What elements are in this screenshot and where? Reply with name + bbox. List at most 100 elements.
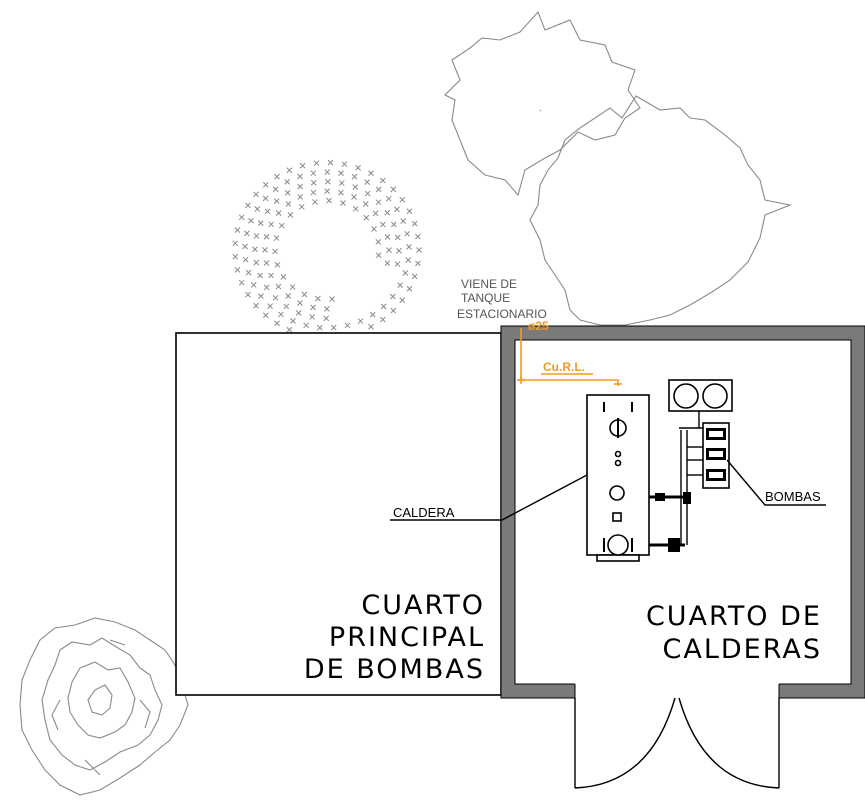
- tree-cross-mark: [310, 189, 317, 196]
- tree-cross-mark: [250, 282, 257, 288]
- tree-cross-mark: [309, 314, 316, 320]
- tree-cross-mark: [286, 167, 293, 174]
- tree-cross-mark: [364, 190, 371, 197]
- tree-cross-mark: [338, 189, 344, 196]
- boiler-room-label-line-2: CALDERAS: [663, 634, 823, 665]
- tree-cross-mark: [379, 177, 386, 184]
- tree-cross-mark: [402, 270, 409, 276]
- tree-cross-mark: [263, 260, 270, 266]
- tree-cross-mark: [389, 293, 396, 300]
- tree-cross-mark: [245, 291, 251, 298]
- double-door: [574, 697, 780, 789]
- tree-cross-mark: [263, 284, 270, 291]
- tree-cross-mark: [297, 194, 304, 200]
- tree-cross-mark: [258, 293, 264, 299]
- tree-cross-mark: [310, 304, 316, 311]
- pipe-diameter-label: ø25: [528, 319, 549, 333]
- tree-cross-mark: [253, 302, 259, 309]
- tree-cross-mark: [338, 170, 344, 177]
- caldera-label: CALDERA: [393, 505, 455, 520]
- tree-cross-mark: [232, 240, 239, 247]
- tree-cross-mark: [396, 247, 402, 254]
- tree-cross-mark: [297, 173, 303, 180]
- tree-cross-mark: [375, 199, 382, 206]
- tree-cross-mark: [330, 324, 337, 331]
- tree-cross-mark: [274, 320, 280, 327]
- tree-cross-mark: [310, 179, 317, 186]
- tree-cross-mark: [372, 210, 379, 217]
- tree-cross-mark: [363, 214, 370, 221]
- tree-cross-mark: [301, 291, 308, 298]
- tree-cross-mark: [267, 303, 273, 309]
- tree-cross-mark: [272, 294, 279, 301]
- tree-cross-mark: [274, 173, 280, 180]
- tree-cross-mark: [390, 186, 397, 193]
- tree-cross-mark: [245, 269, 252, 276]
- tree-cross-mark: [278, 311, 284, 318]
- tree-cross-mark: [357, 318, 364, 324]
- tree-cross-mark: [238, 279, 245, 286]
- tank-source-line-3: ESTACIONARIO: [457, 307, 547, 321]
- tree-cross-mark: [369, 311, 376, 318]
- tree-top-left-dot: [539, 109, 542, 112]
- main-pump-room-outline: [175, 332, 502, 696]
- main-room-label-line-1: CUARTO: [361, 590, 485, 621]
- tree-cross-mark: [287, 212, 294, 218]
- tree-dotted: [232, 159, 422, 333]
- tree-cross-mark: [297, 300, 303, 306]
- tree-cross-mark: [284, 189, 291, 196]
- tree-cross-mark: [416, 247, 422, 253]
- tree-cross-mark: [295, 310, 302, 316]
- tree-cross-mark: [400, 218, 407, 225]
- tree-cross-mark: [273, 198, 280, 204]
- tree-cross-mark: [275, 283, 282, 290]
- tree-cross-mark: [371, 226, 377, 232]
- tank-source-line-1: VIENE DE: [461, 277, 517, 291]
- tree-cross-mark: [375, 252, 382, 259]
- tree-cross-mark: [289, 284, 296, 290]
- tree-cross-mark: [344, 322, 351, 329]
- tree-cross-mark: [327, 159, 334, 166]
- tree-cross-mark: [273, 235, 280, 241]
- tree-cross-mark: [352, 184, 359, 190]
- tree-cross-mark: [303, 322, 309, 329]
- tree-cross-mark: [390, 221, 397, 228]
- tree-cross-mark: [248, 217, 254, 224]
- tree-cross-mark: [232, 253, 239, 260]
- tree-cross-mark: [340, 200, 346, 206]
- tree-cross-mark: [272, 186, 279, 193]
- tree-cross-mark: [415, 233, 421, 240]
- tree-cross-mark: [326, 197, 332, 204]
- tree-cross-mark: [315, 295, 321, 302]
- tree-cross-mark: [290, 318, 296, 324]
- tree-cross-mark: [329, 296, 335, 303]
- tree-cross-mark: [264, 208, 271, 215]
- tree-cross-mark: [404, 230, 411, 237]
- tree-cross-mark: [397, 282, 403, 289]
- tree-cross-mark: [286, 326, 293, 333]
- tree-cross-mark: [262, 181, 269, 188]
- tree-cross-mark: [362, 201, 369, 207]
- tree-cross-mark: [268, 272, 274, 279]
- tree-cross-mark: [244, 230, 250, 237]
- tree-cross-mark: [272, 248, 278, 255]
- caldera-leader-line: [390, 474, 588, 521]
- bush-bottom-left: [19, 617, 189, 796]
- pipe-material-label: Cu.R.L.: [543, 360, 585, 374]
- tree-cross-mark: [253, 233, 260, 239]
- tree-cross-mark: [275, 210, 282, 217]
- expansion-tanks: [668, 379, 733, 412]
- tree-top-left: [444, 10, 641, 197]
- bombas-label: BOMBAS: [765, 489, 821, 504]
- tree-cross-mark: [355, 164, 361, 171]
- tree-cross-mark: [234, 227, 241, 233]
- tree-cross-mark: [313, 160, 320, 167]
- tree-cross-mark: [385, 195, 392, 202]
- tree-cross-mark: [324, 188, 331, 194]
- tree-cross-mark: [274, 261, 281, 268]
- tree-cross-mark: [299, 162, 306, 169]
- tree-cross-mark: [380, 221, 386, 228]
- tree-cross-mark: [254, 206, 261, 212]
- boiler-room-label-line-1: CUARTO DE: [646, 601, 822, 632]
- tree-cross-mark: [245, 202, 251, 209]
